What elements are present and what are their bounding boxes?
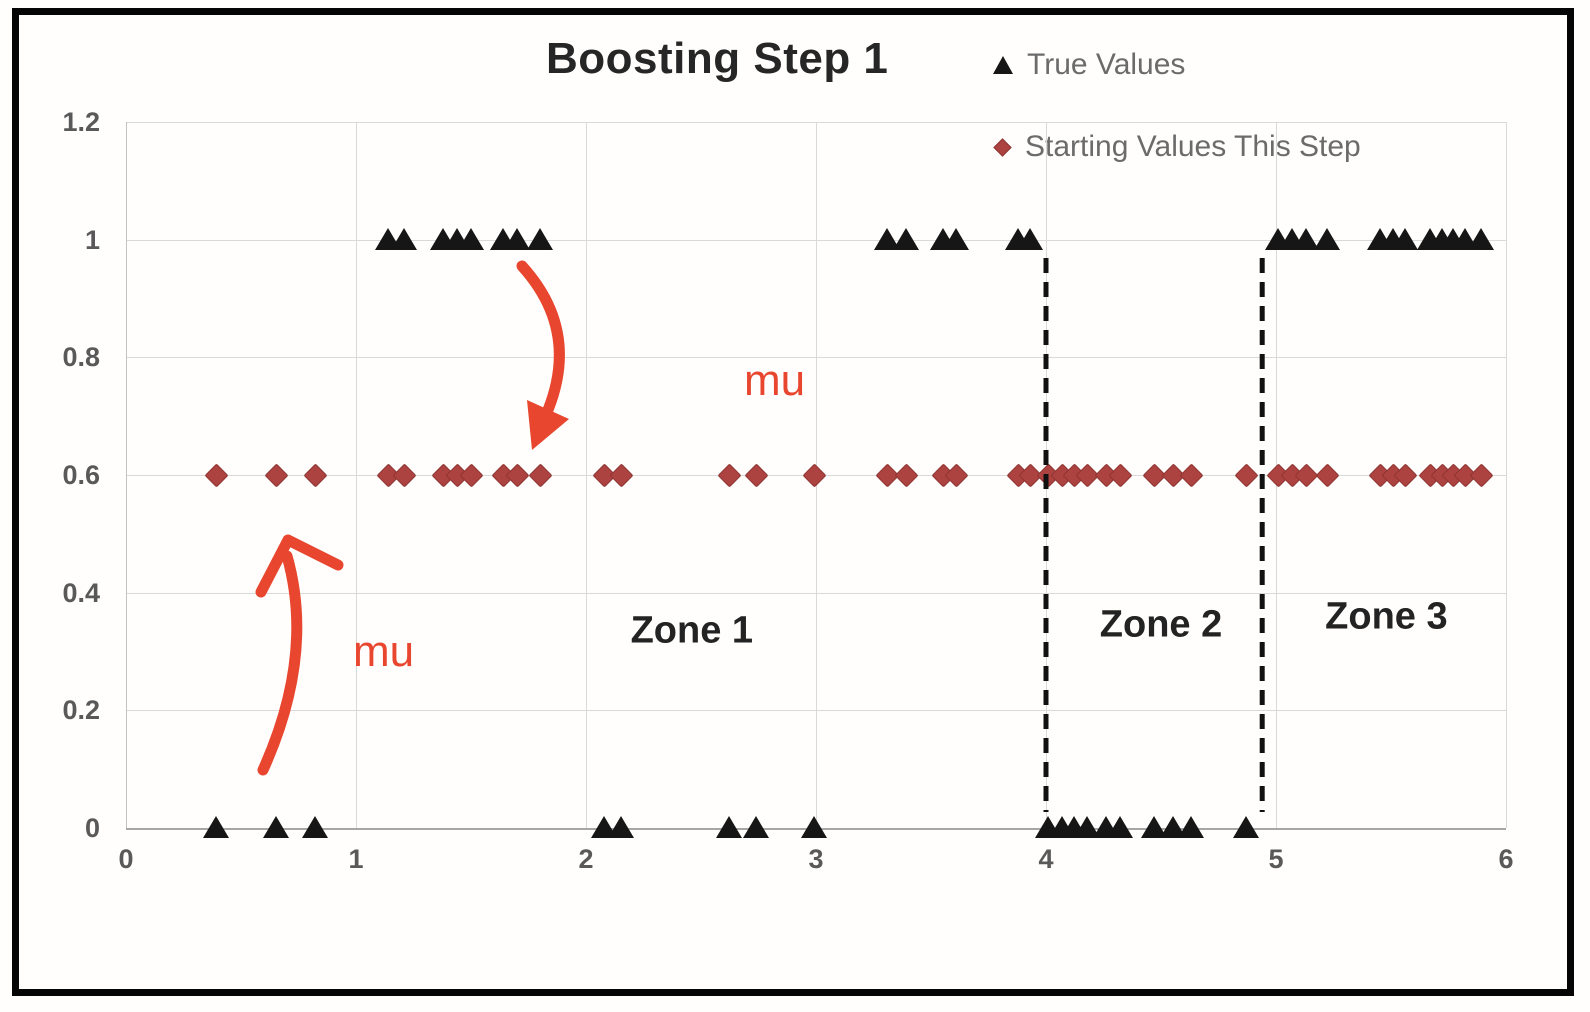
mu-arrow-down-icon <box>516 260 569 450</box>
triangle-marker <box>391 227 418 250</box>
triangle-marker <box>1233 816 1260 838</box>
triangle-marker <box>202 816 229 838</box>
y-tick-label: 1 <box>84 224 100 255</box>
legend-label: Starting Values This Step <box>1025 130 1361 163</box>
x-tick-label: 6 <box>1498 844 1514 874</box>
y-axis-line <box>126 122 127 828</box>
triangle-marker <box>1016 227 1043 250</box>
x-tick-label: 4 <box>1038 844 1054 874</box>
horizontal-gridline <box>126 239 1506 241</box>
triangle-marker <box>1313 227 1340 250</box>
x-tick-label: 2 <box>578 844 594 874</box>
triangle-marker <box>743 816 770 838</box>
triangle-marker <box>800 816 827 838</box>
triangle-marker <box>943 227 970 250</box>
zone-label-3: Zone 3 <box>1325 595 1448 638</box>
x-tick-label: 3 <box>808 844 824 874</box>
x-tick-label: 1 <box>348 844 364 874</box>
y-tick-label: 0.2 <box>62 695 100 726</box>
legend-item-true-values: True Values <box>993 48 1185 82</box>
y-tick-label: 0 <box>84 813 100 843</box>
horizontal-gridline <box>126 357 1506 359</box>
x-tick-label: 5 <box>1268 844 1284 874</box>
triangle-marker <box>607 816 634 838</box>
triangle-marker <box>1177 816 1204 838</box>
legend-item-starting-values: Starting Values This Step <box>993 130 1361 164</box>
horizontal-gridline <box>126 122 1506 123</box>
chart-title: Boosting Step 1 <box>546 34 889 83</box>
triangle-marker <box>892 227 919 250</box>
mu-annotation: mu <box>353 626 415 676</box>
triangle-legend-icon <box>993 56 1013 74</box>
y-tick-label: 1.2 <box>62 107 100 137</box>
zone-label-2: Zone 2 <box>1099 603 1223 646</box>
y-tick-label: 0.8 <box>62 342 100 373</box>
triangle-marker <box>1391 227 1418 250</box>
triangle-marker <box>262 816 289 838</box>
legend-label: True Values <box>1027 48 1186 81</box>
mu-annotation: mu <box>744 355 806 405</box>
horizontal-gridline <box>126 710 1506 712</box>
triangle-marker <box>1106 816 1133 838</box>
horizontal-gridline <box>126 592 1506 594</box>
triangle-marker <box>458 227 484 250</box>
triangle-marker <box>1292 227 1319 250</box>
triangle-marker <box>1467 227 1494 250</box>
y-tick-label: 0.6 <box>62 460 100 490</box>
x-tick-label: 0 <box>118 844 134 874</box>
mu-arrow-up-icon <box>255 534 344 776</box>
triangle-marker <box>715 816 742 838</box>
triangle-marker <box>527 227 553 250</box>
vertical-gridline <box>1506 122 1507 828</box>
zone-label-1: Zone 1 <box>630 609 754 652</box>
triangle-marker <box>301 816 328 838</box>
y-tick-label: 0.4 <box>62 577 100 608</box>
triangle-marker <box>504 227 530 250</box>
